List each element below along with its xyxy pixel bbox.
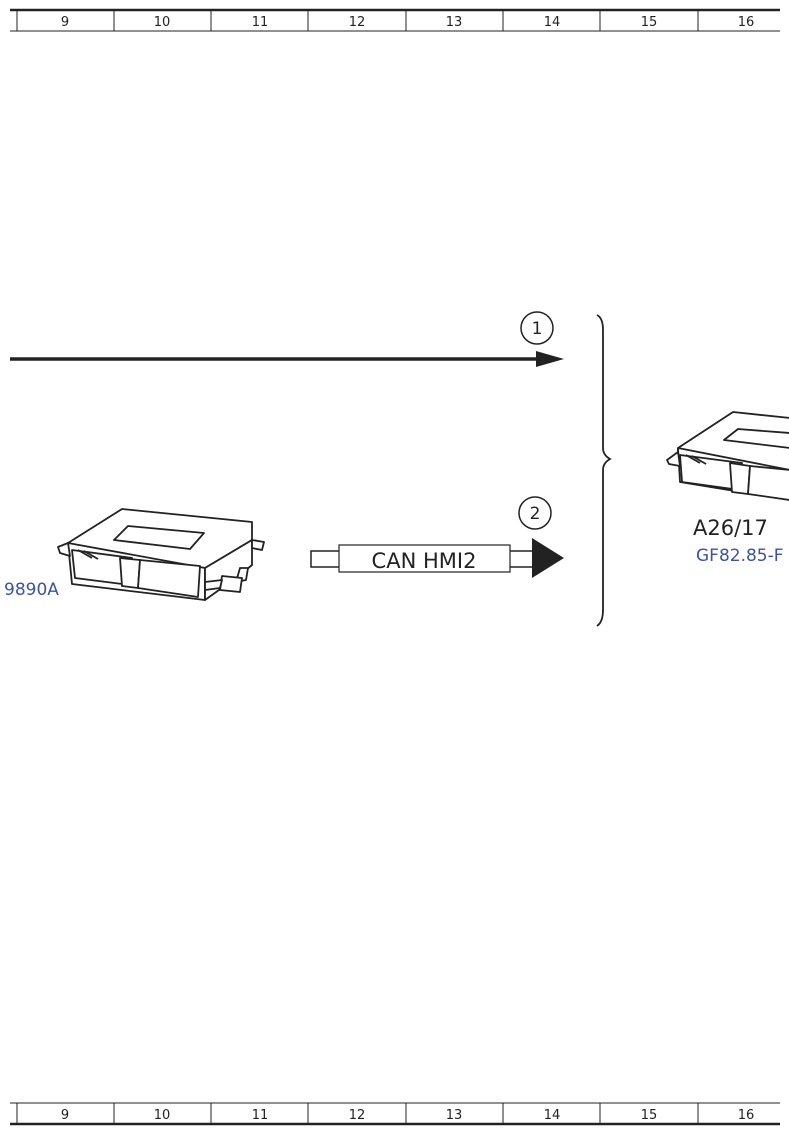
control-unit-module-icon xyxy=(57,508,265,601)
ruler-bottom-col-13: 13 xyxy=(446,1108,463,1123)
ruler-top-col-11: 11 xyxy=(252,15,269,30)
ruler-bottom-col-15: 15 xyxy=(641,1108,658,1123)
right-component-reference[interactable]: GF82.85-F xyxy=(696,546,784,566)
signal-1-callout: 1 xyxy=(520,311,554,345)
signal-2-callout: 2 xyxy=(518,496,552,530)
ruler-bottom-col-10: 10 xyxy=(154,1108,171,1123)
ruler-bottom-col-16: 16 xyxy=(738,1108,755,1123)
ruler-bottom-col-12: 12 xyxy=(349,1108,366,1123)
ruler-top-col-16: 16 xyxy=(738,15,755,30)
signal-1-number: 1 xyxy=(532,319,543,339)
bottom-ruler: 9 10 11 12 13 14 15 16 xyxy=(10,1102,780,1126)
ruler-bottom-col-9: 9 xyxy=(61,1108,69,1123)
ruler-top-col-12: 12 xyxy=(349,15,366,30)
right-component-designation: A26/17 xyxy=(693,516,768,540)
signal-1-arrow xyxy=(10,351,564,367)
left-component-reference: 9890A xyxy=(4,580,59,600)
ruler-top-col-13: 13 xyxy=(446,15,463,30)
ruler-top-col-10: 10 xyxy=(154,15,171,30)
top-ruler: 9 10 11 12 13 14 15 16 xyxy=(10,8,780,32)
ruler-top-col-14: 14 xyxy=(544,15,561,30)
ruler-bottom-col-14: 14 xyxy=(544,1108,561,1123)
ruler-bottom-col-11: 11 xyxy=(252,1108,269,1123)
ruler-top-col-15: 15 xyxy=(641,15,658,30)
curly-brace-icon xyxy=(596,314,612,627)
ruler-top-col-9: 9 xyxy=(61,15,69,30)
signal-2-number: 2 xyxy=(530,504,541,524)
signal-2-bus-arrow: CAN HMI2 xyxy=(310,538,564,578)
control-unit-module-icon xyxy=(666,411,789,501)
signal-2-label: CAN HMI2 xyxy=(372,549,477,573)
